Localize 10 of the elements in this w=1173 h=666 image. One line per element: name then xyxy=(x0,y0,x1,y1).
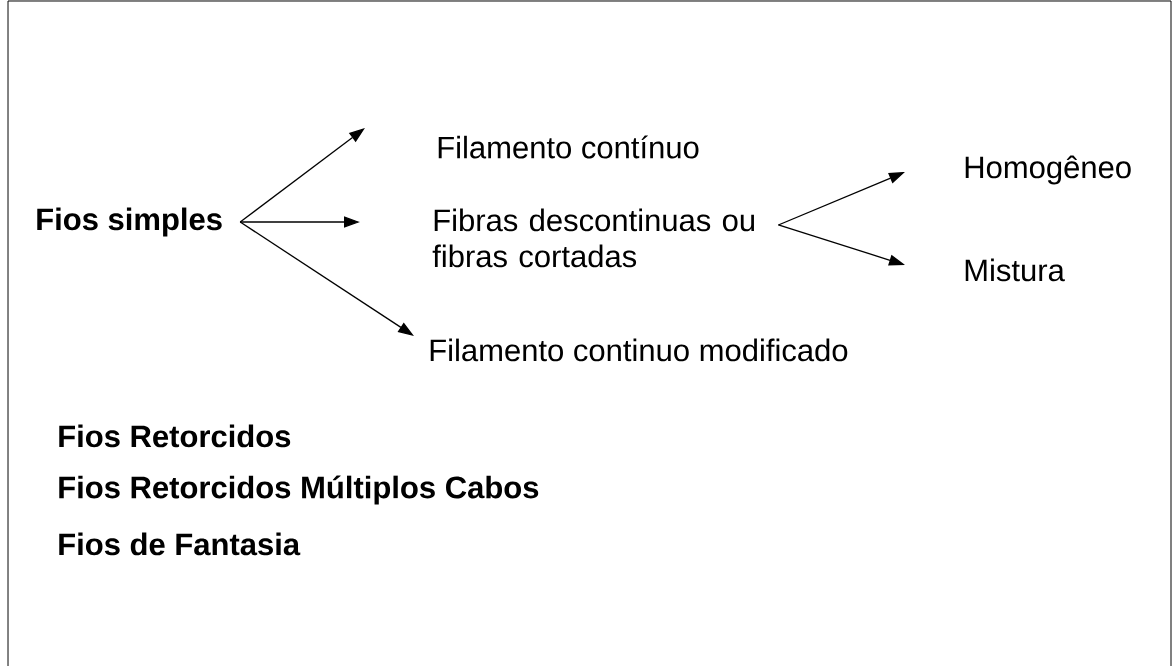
node-label: Fios simples xyxy=(37,207,222,237)
arrow xyxy=(239,128,365,223)
category-label: Fios Retorcidos Múltiplos Cabos xyxy=(59,475,539,505)
node-label: Homogêneo xyxy=(965,155,1131,185)
node-label: Filamento contínuo xyxy=(438,135,699,159)
node-label: Filamento continuo modificado xyxy=(430,338,848,362)
node-label: Fibras descontinuas ou fibras cortadas xyxy=(432,208,755,268)
category-label: Fios de Fantasia xyxy=(59,532,301,556)
category-label: Fios Retorcidos xyxy=(59,424,291,448)
node-label: Mistura xyxy=(965,258,1065,282)
